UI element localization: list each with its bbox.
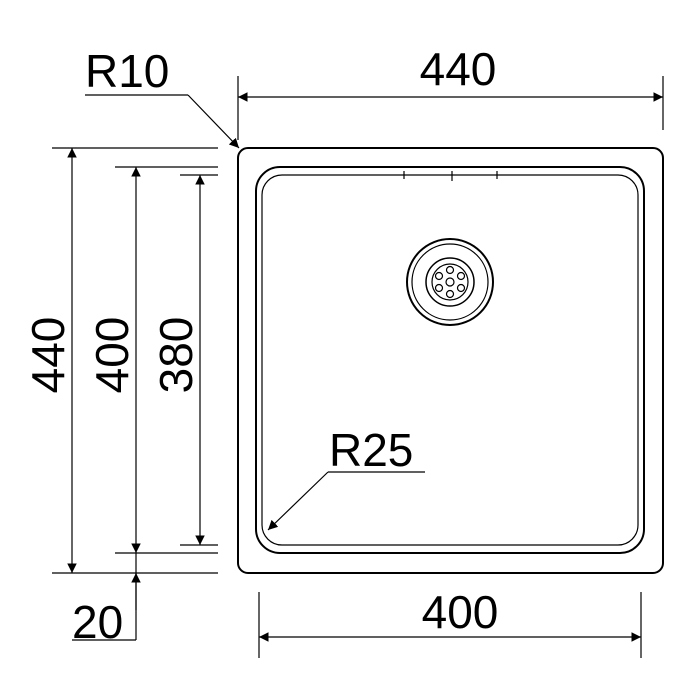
label-r10: R10 [85,45,169,97]
sink-bowl-outer [255,166,645,554]
dimension-left-400 [115,166,218,554]
dimension-left-400-label: 400 [86,317,138,394]
bowl-top-ticks [403,171,498,181]
dimension-top-440 [237,76,664,140]
leader-r25 [267,471,425,531]
dimension-left-380 [180,174,218,546]
dimension-top-440-label: 440 [420,43,497,95]
dimension-left-380-label: 380 [150,317,202,394]
dimension-bottom-400 [258,592,642,658]
dimension-bottom-20-label: 20 [72,596,123,648]
dimension-bottom-400-label: 400 [422,586,499,638]
sink-outer-rim [237,147,664,574]
leader-r10 [85,94,240,149]
label-r25: R25 [329,424,413,476]
dimension-bottom-20 [72,553,141,641]
sink-bowl-inner [261,174,639,546]
drain-icon [406,238,494,326]
dimension-left-440-label: 440 [22,317,74,394]
